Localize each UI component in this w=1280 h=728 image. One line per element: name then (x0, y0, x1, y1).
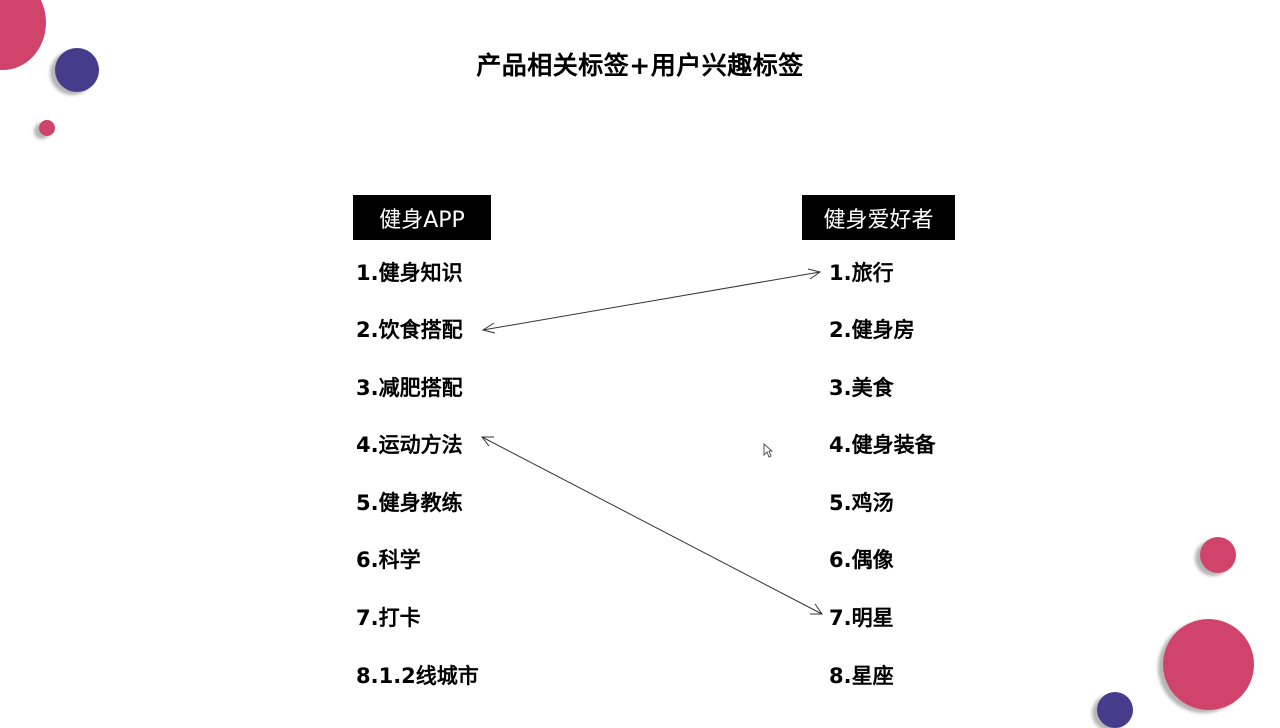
left-column-header-label: 健身APP (379, 207, 465, 233)
left-item: 4.运动方法 (356, 433, 463, 457)
left-item: 2.饮食搭配 (356, 318, 463, 342)
right-column-header: 健身爱好者 (802, 195, 955, 240)
decor-circle-pink-right (1200, 537, 1236, 573)
right-column-header-label: 健身爱好者 (823, 207, 934, 233)
slide-title: 产品相关标签+用户兴趣标签 (476, 51, 804, 80)
left-item: 7.打卡 (356, 606, 421, 630)
right-item: 7.明星 (829, 606, 894, 630)
decor-circle-pink-small-topleft (39, 120, 55, 136)
right-item: 1.旅行 (829, 261, 894, 285)
right-item: 4.健身装备 (829, 433, 936, 457)
right-item: 8.星座 (829, 664, 894, 688)
mouse-cursor-icon (763, 443, 773, 458)
right-item: 5.鸡汤 (829, 491, 894, 515)
double-arrow-exercise-to-star (480, 436, 823, 615)
right-item: 2.健身房 (829, 318, 915, 342)
left-item: 3.减肥搭配 (356, 376, 463, 400)
left-item: 1.健身知识 (356, 261, 463, 285)
left-item: 6.科学 (356, 548, 421, 572)
decor-circle-pink-large-bottomright (1163, 619, 1254, 710)
left-item: 5.健身教练 (356, 491, 463, 515)
double-arrow-diet-to-travel (481, 268, 822, 334)
left-item: 8.1.2线城市 (356, 664, 479, 688)
decor-circle-purple-topleft (55, 48, 99, 92)
right-item: 6.偶像 (829, 548, 894, 572)
left-column-header: 健身APP (353, 195, 491, 240)
right-item: 3.美食 (829, 376, 894, 400)
